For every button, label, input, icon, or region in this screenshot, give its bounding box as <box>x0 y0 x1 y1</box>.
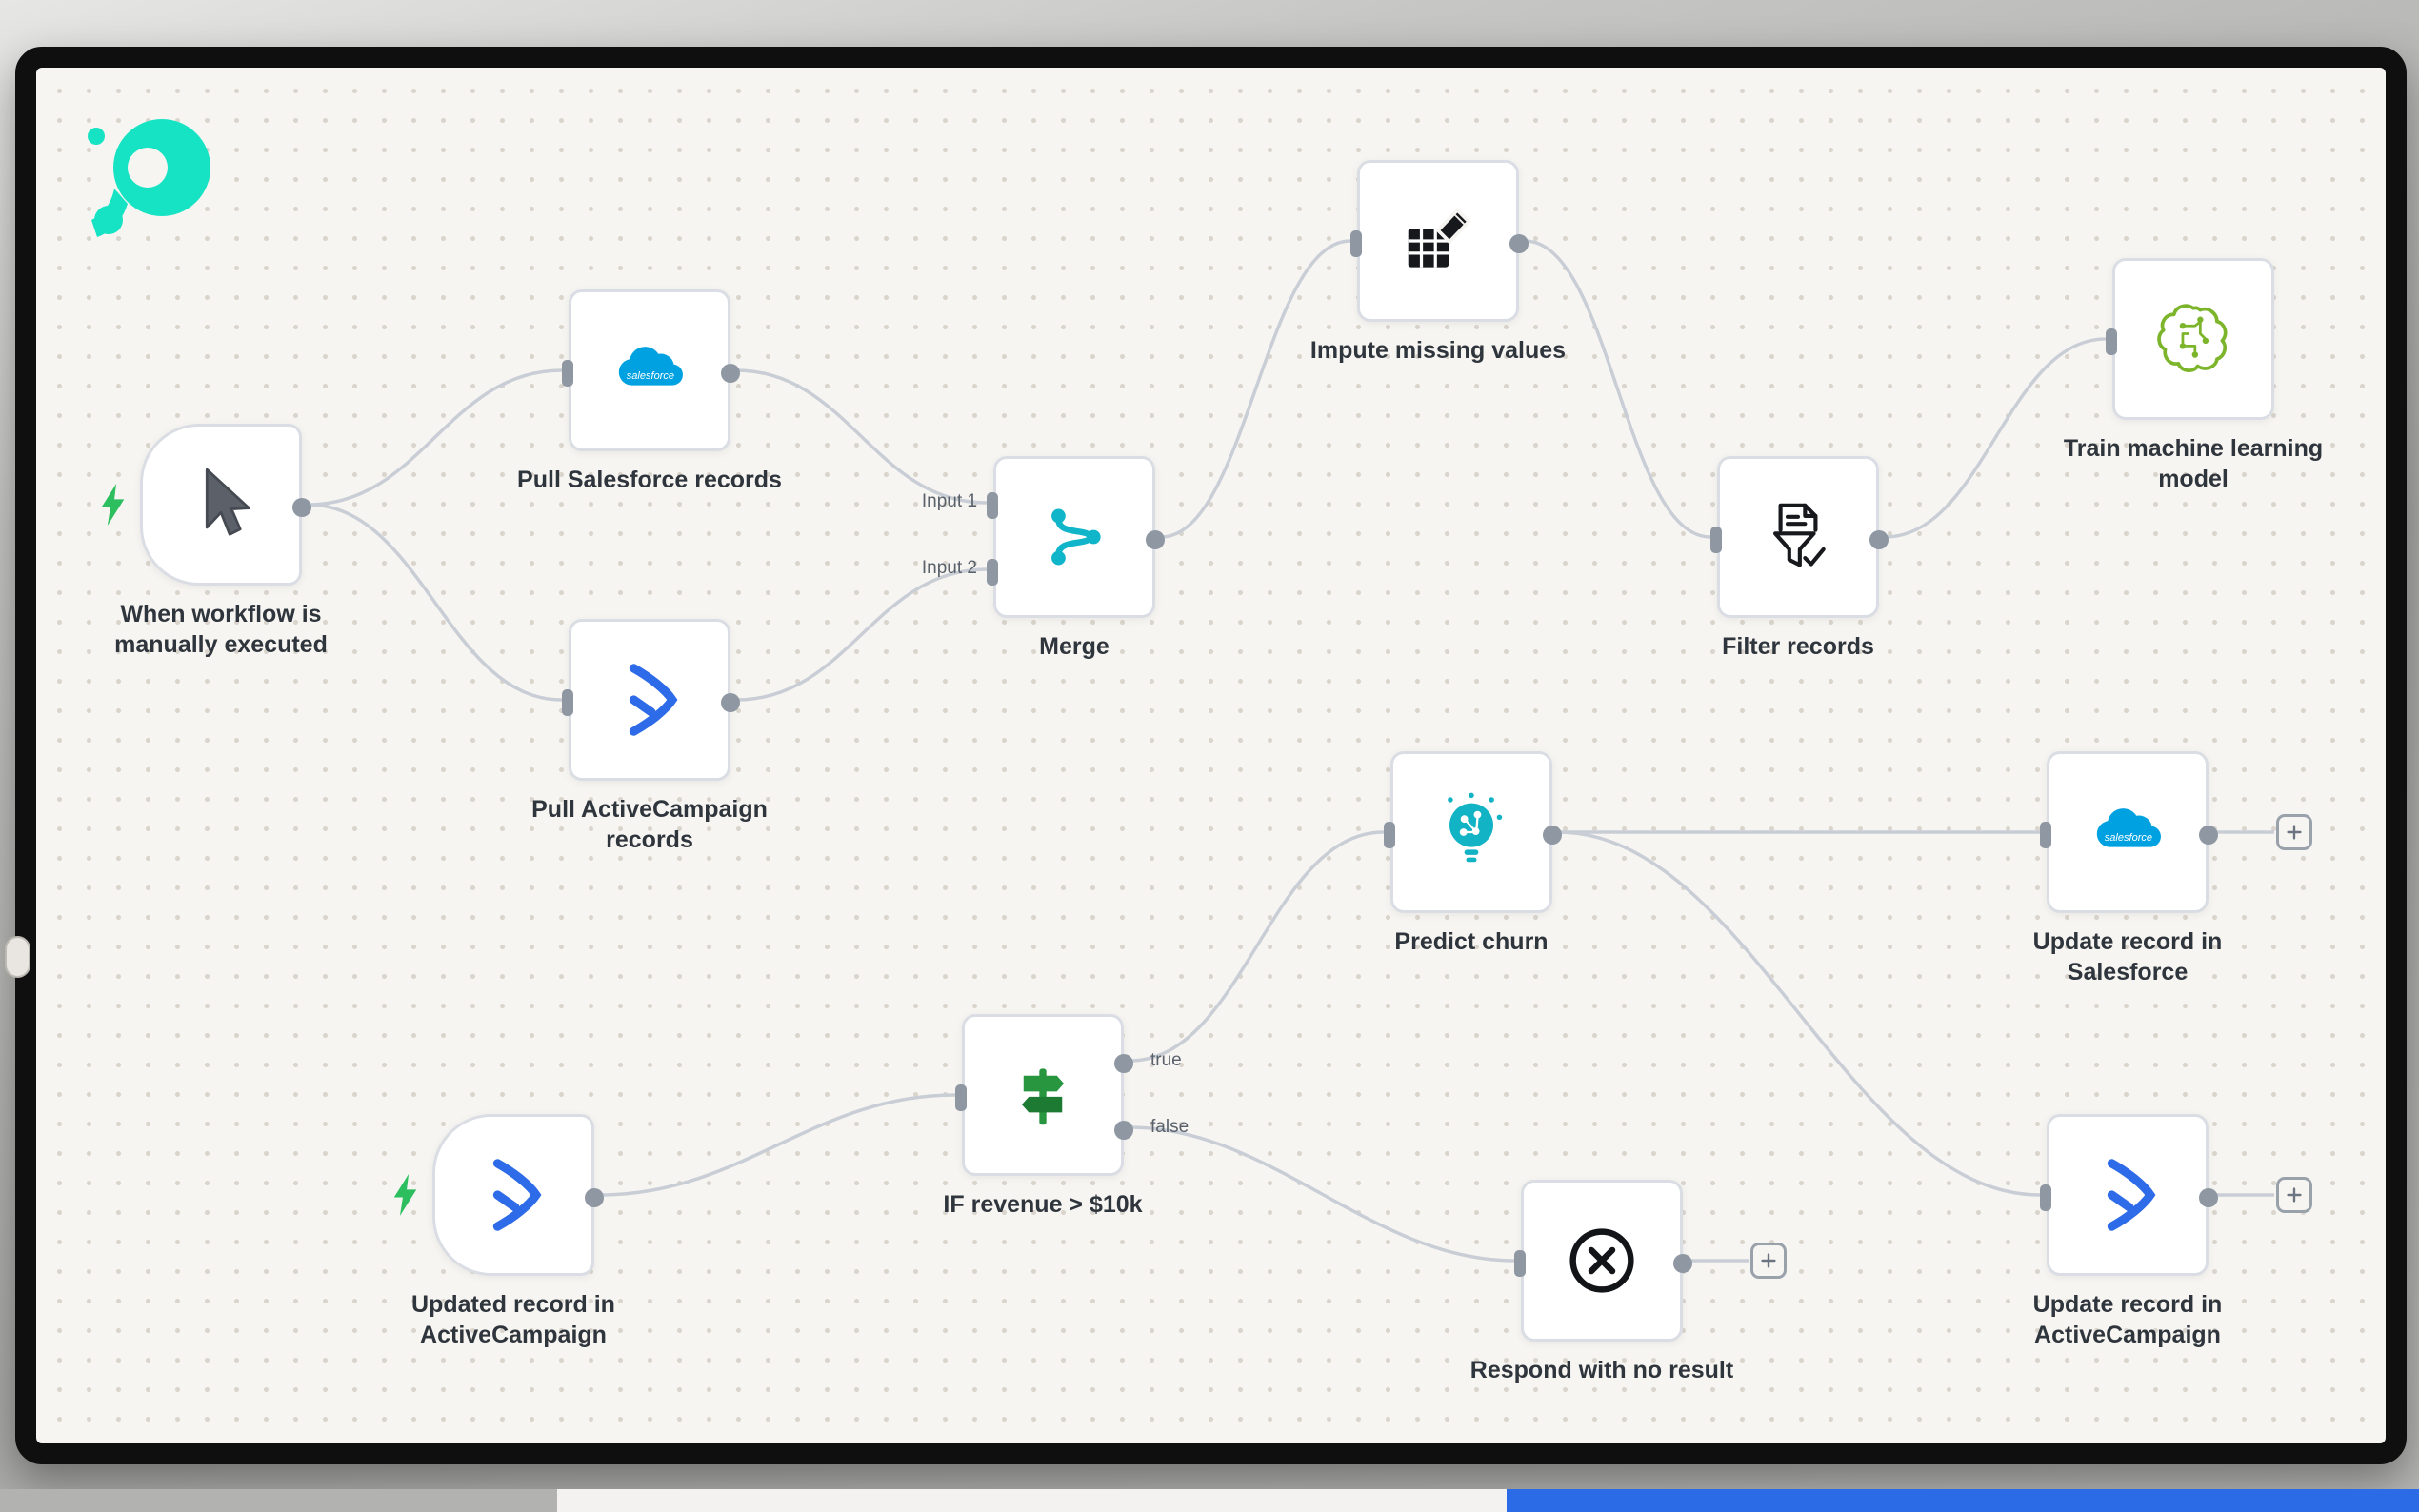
output-port[interactable] <box>1869 530 1889 549</box>
node-pull-salesforce[interactable]: salesforce Pull Salesforce records <box>517 289 782 493</box>
output-port[interactable] <box>1509 234 1529 253</box>
node-update-salesforce[interactable]: salesforce Update record in Salesforce <box>2033 751 2222 985</box>
input-port[interactable] <box>2040 1184 2051 1211</box>
connection[interactable] <box>1129 830 1385 1063</box>
node-label: Impute missing values <box>1309 337 1567 364</box>
node-filter-records[interactable]: Filter records <box>1710 456 1889 660</box>
table-edit-icon <box>1394 197 1482 285</box>
input-port-1[interactable] <box>987 492 998 519</box>
node-label: Update record in Salesforce <box>2032 928 2223 985</box>
node-if[interactable]: IF revenue > $10k <box>943 1014 1143 1218</box>
add-node-button[interactable] <box>1750 1243 1787 1279</box>
output-port[interactable] <box>1146 530 1165 549</box>
add-node-button[interactable] <box>2276 814 2312 850</box>
node-label: Train machine learning model <box>2063 435 2324 492</box>
svg-text:salesforce: salesforce <box>2105 832 2152 844</box>
node-label: Respond with no result <box>1469 1357 1734 1383</box>
lightning-bolt-icon <box>390 1173 420 1217</box>
input-port[interactable] <box>955 1084 967 1111</box>
brand-logo-icon <box>84 107 217 254</box>
input-port[interactable] <box>2106 328 2117 355</box>
connection[interactable] <box>1524 239 1711 539</box>
lightbulb-circuit-icon <box>1428 788 1515 876</box>
node-respond-no-result[interactable]: Respond with no result <box>1470 1180 1733 1383</box>
input-port[interactable] <box>1514 1250 1526 1277</box>
input-port[interactable] <box>1350 230 1362 257</box>
output-port[interactable] <box>292 498 311 517</box>
workflow-canvas[interactable] <box>15 47 2407 1464</box>
input-port-2[interactable] <box>987 559 998 586</box>
output-port[interactable] <box>1543 826 1562 845</box>
node-pull-activecampaign[interactable]: Pull ActiveCampaign records <box>531 619 768 853</box>
node-label: Update record in ActiveCampaign <box>2032 1291 2223 1348</box>
output-port[interactable] <box>721 693 740 712</box>
connection[interactable] <box>307 368 563 507</box>
output-port-true[interactable] <box>1114 1054 1133 1073</box>
connection[interactable] <box>1557 830 2041 1197</box>
add-node-button[interactable] <box>2276 1177 2312 1213</box>
node-predict-churn[interactable]: Predict churn <box>1384 751 1562 955</box>
input-port[interactable] <box>2040 822 2051 848</box>
node-label: Pull ActiveCampaign records <box>531 796 768 853</box>
node-manual-trigger[interactable]: When workflow is manually executed <box>101 424 328 658</box>
connection[interactable] <box>307 503 563 702</box>
connection[interactable] <box>735 567 988 702</box>
connection[interactable] <box>599 1093 956 1197</box>
node-label: Filter records <box>1722 633 1874 660</box>
node-label: When workflow is manually executed <box>114 601 328 658</box>
node-impute-missing-values[interactable]: Impute missing values <box>1310 160 1566 364</box>
activecampaign-icon <box>606 656 693 744</box>
output-port[interactable] <box>2199 1188 2218 1207</box>
merge-input1-label: Input 1 <box>921 491 977 511</box>
node-merge[interactable]: Merge <box>987 456 1165 660</box>
output-port[interactable] <box>1673 1254 1692 1273</box>
input-port[interactable] <box>1710 527 1722 553</box>
input-port[interactable] <box>562 360 573 387</box>
merge-icon <box>1030 493 1118 581</box>
salesforce-icon: salesforce <box>606 327 693 414</box>
node-label: Pull Salesforce records <box>517 467 782 493</box>
progress-fill <box>1507 1489 2419 1512</box>
canvas-edge-handle[interactable] <box>5 936 30 978</box>
video-progress-bar[interactable] <box>0 1489 2419 1512</box>
node-update-activecampaign[interactable]: Update record in ActiveCampaign <box>2033 1114 2222 1348</box>
activecampaign-icon <box>2084 1151 2171 1239</box>
connection[interactable] <box>735 368 988 505</box>
connection[interactable] <box>1129 1125 1515 1263</box>
signpost-icon <box>999 1051 1087 1139</box>
if-false-label: false <box>1150 1117 1190 1137</box>
merge-input2-label: Input 2 <box>921 558 977 578</box>
lightning-bolt-icon <box>97 483 128 527</box>
node-train-model[interactable]: Train machine learning model <box>2064 258 2323 492</box>
cursor-icon <box>177 461 265 548</box>
node-label: Merge <box>1039 633 1110 660</box>
progress-track-mid <box>557 1489 1507 1512</box>
output-port[interactable] <box>2199 826 2218 845</box>
svg-text:salesforce: salesforce <box>627 370 674 382</box>
salesforce-icon: salesforce <box>2084 788 2171 876</box>
node-label: IF revenue > $10k <box>943 1191 1143 1218</box>
connection[interactable] <box>1884 337 2107 539</box>
if-true-label: true <box>1150 1050 1182 1070</box>
brain-icon <box>2149 295 2237 383</box>
input-port[interactable] <box>1384 822 1395 848</box>
input-port[interactable] <box>562 689 573 716</box>
output-port[interactable] <box>721 364 740 383</box>
node-label: Predict churn <box>1394 928 1549 955</box>
output-port[interactable] <box>585 1188 604 1207</box>
node-updated-record-trigger[interactable]: Updated record in ActiveCampaign <box>393 1114 615 1348</box>
output-port-false[interactable] <box>1114 1121 1133 1140</box>
progress-track-left <box>0 1489 557 1512</box>
node-label: Updated record in ActiveCampaign <box>411 1291 615 1348</box>
activecampaign-icon <box>470 1151 557 1239</box>
filter-icon <box>1754 493 1842 581</box>
connection[interactable] <box>1160 239 1351 539</box>
x-circle-icon <box>1558 1217 1646 1304</box>
